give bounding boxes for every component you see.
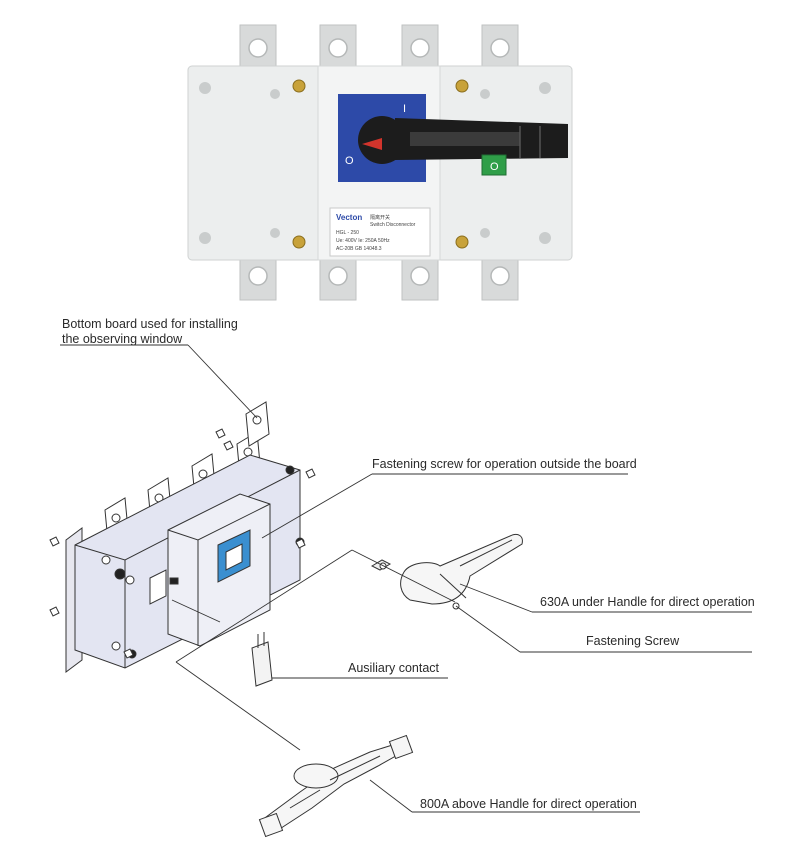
svg-text:Switch Disconnector: Switch Disconnector	[370, 222, 416, 228]
callout-fastening-screw: Fastening Screw	[586, 634, 680, 648]
callout-bottom-board-line2: the observing window	[62, 332, 183, 346]
rotary-handle	[358, 116, 568, 164]
svg-text:隔离开关: 隔离开关	[370, 214, 390, 221]
exploded-switch	[49, 401, 316, 673]
svg-text:AC-20B GB 14048.3: AC-20B GB 14048.3	[336, 246, 382, 252]
callout-bottom-board-line1: Bottom board used for installing	[62, 317, 238, 331]
loose-screws	[49, 428, 316, 659]
status-window-mark: O	[490, 161, 499, 173]
svg-text:Ue: 400V Ie: 250A 50Hz: Ue: 400V Ie: 250A 50Hz	[336, 238, 390, 244]
observing-window	[149, 569, 167, 605]
leader-lines	[60, 344, 752, 813]
auxiliary-contact-part	[251, 632, 273, 687]
callout-auxiliary-contact: Ausiliary contact	[348, 661, 440, 675]
svg-text:HGL - 250: HGL - 250	[336, 230, 359, 236]
callout-bottom-board: Bottom board used for installing the obs…	[62, 317, 238, 347]
callout-handle-800a: 800A above Handle for direct operation	[420, 797, 637, 811]
callout-fastening-outside: Fastening screw for operation outside th…	[372, 457, 637, 471]
rating-label: Vecton 隔离开关 Switch Disconnector HGL - 25…	[329, 207, 431, 257]
body-screws	[199, 79, 551, 249]
product-photo: I O O Vecton 隔离开关 Switch Disconnector HG…	[187, 24, 573, 301]
brand-logo: Vecton	[336, 213, 362, 222]
callout-handle-630a: 630A under Handle for direct operation	[540, 595, 755, 609]
handle-off-mark: O	[345, 155, 354, 167]
handle-800a-part	[258, 734, 414, 838]
handle-on-mark: I	[403, 103, 406, 115]
status-window	[481, 154, 507, 176]
